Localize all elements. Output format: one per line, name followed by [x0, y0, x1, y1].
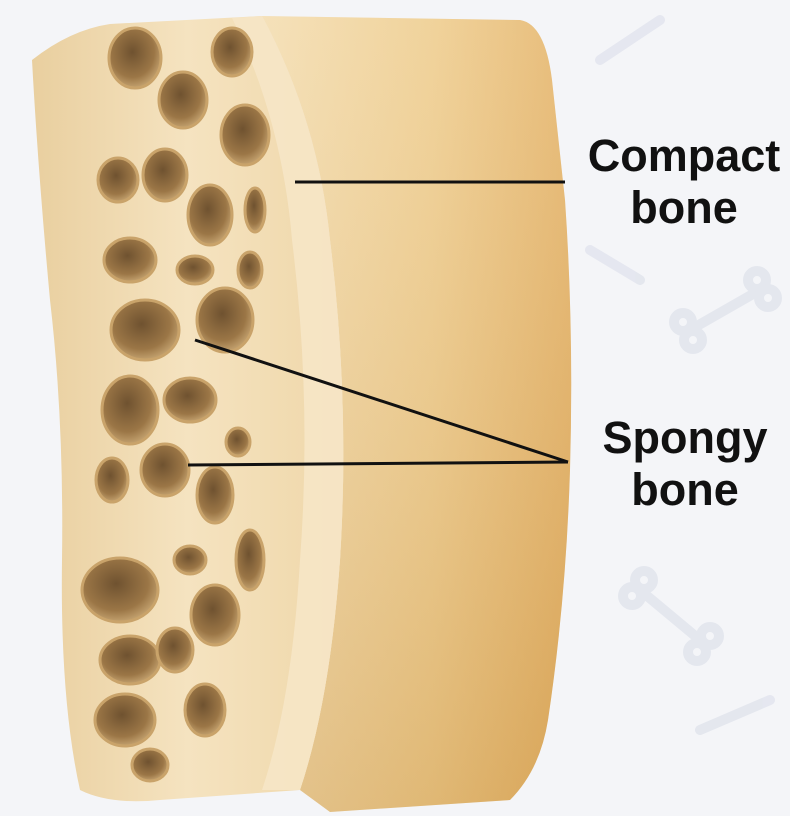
- spongy-bone-label-line1: Spongy: [590, 412, 780, 464]
- bone-watermark-icon: [590, 20, 777, 730]
- compact-bone-label: Compact bone: [578, 130, 790, 234]
- spongy-bone-label-line2: bone: [590, 464, 780, 516]
- compact-bone-label-line1: Compact: [578, 130, 790, 182]
- compact-bone-label-line2: bone: [578, 182, 790, 234]
- spongy-bone-label: Spongy bone: [590, 412, 780, 516]
